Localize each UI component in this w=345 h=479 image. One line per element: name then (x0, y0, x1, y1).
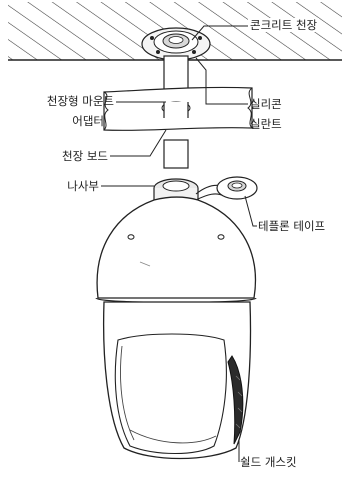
teflon-tape-roll (195, 176, 258, 201)
label-shield-gasket: 쉴드 개스킷 (240, 455, 297, 469)
ceiling-board (103, 86, 253, 132)
label-mount-adapter-line2: 어댑터 (72, 114, 104, 128)
label-silicone-sealant-line1: 실리콘 (250, 97, 282, 111)
label-mount-adapter-line1: 천장형 마운트 (46, 94, 114, 108)
label-thread-part: 나사부 (67, 179, 99, 193)
thread-part (153, 178, 199, 206)
camera-housing (95, 196, 257, 460)
label-teflon-tape: 테플론 테이프 (258, 219, 326, 233)
shield-gasket (227, 355, 244, 445)
label-silicone-sealant-line2: 실란트 (250, 117, 282, 131)
label-concrete-ceiling: 콘크리트 천장 (248, 18, 320, 32)
label-ceiling-board: 천장 보드 (62, 149, 108, 163)
ceiling-mount-flange (141, 27, 211, 61)
